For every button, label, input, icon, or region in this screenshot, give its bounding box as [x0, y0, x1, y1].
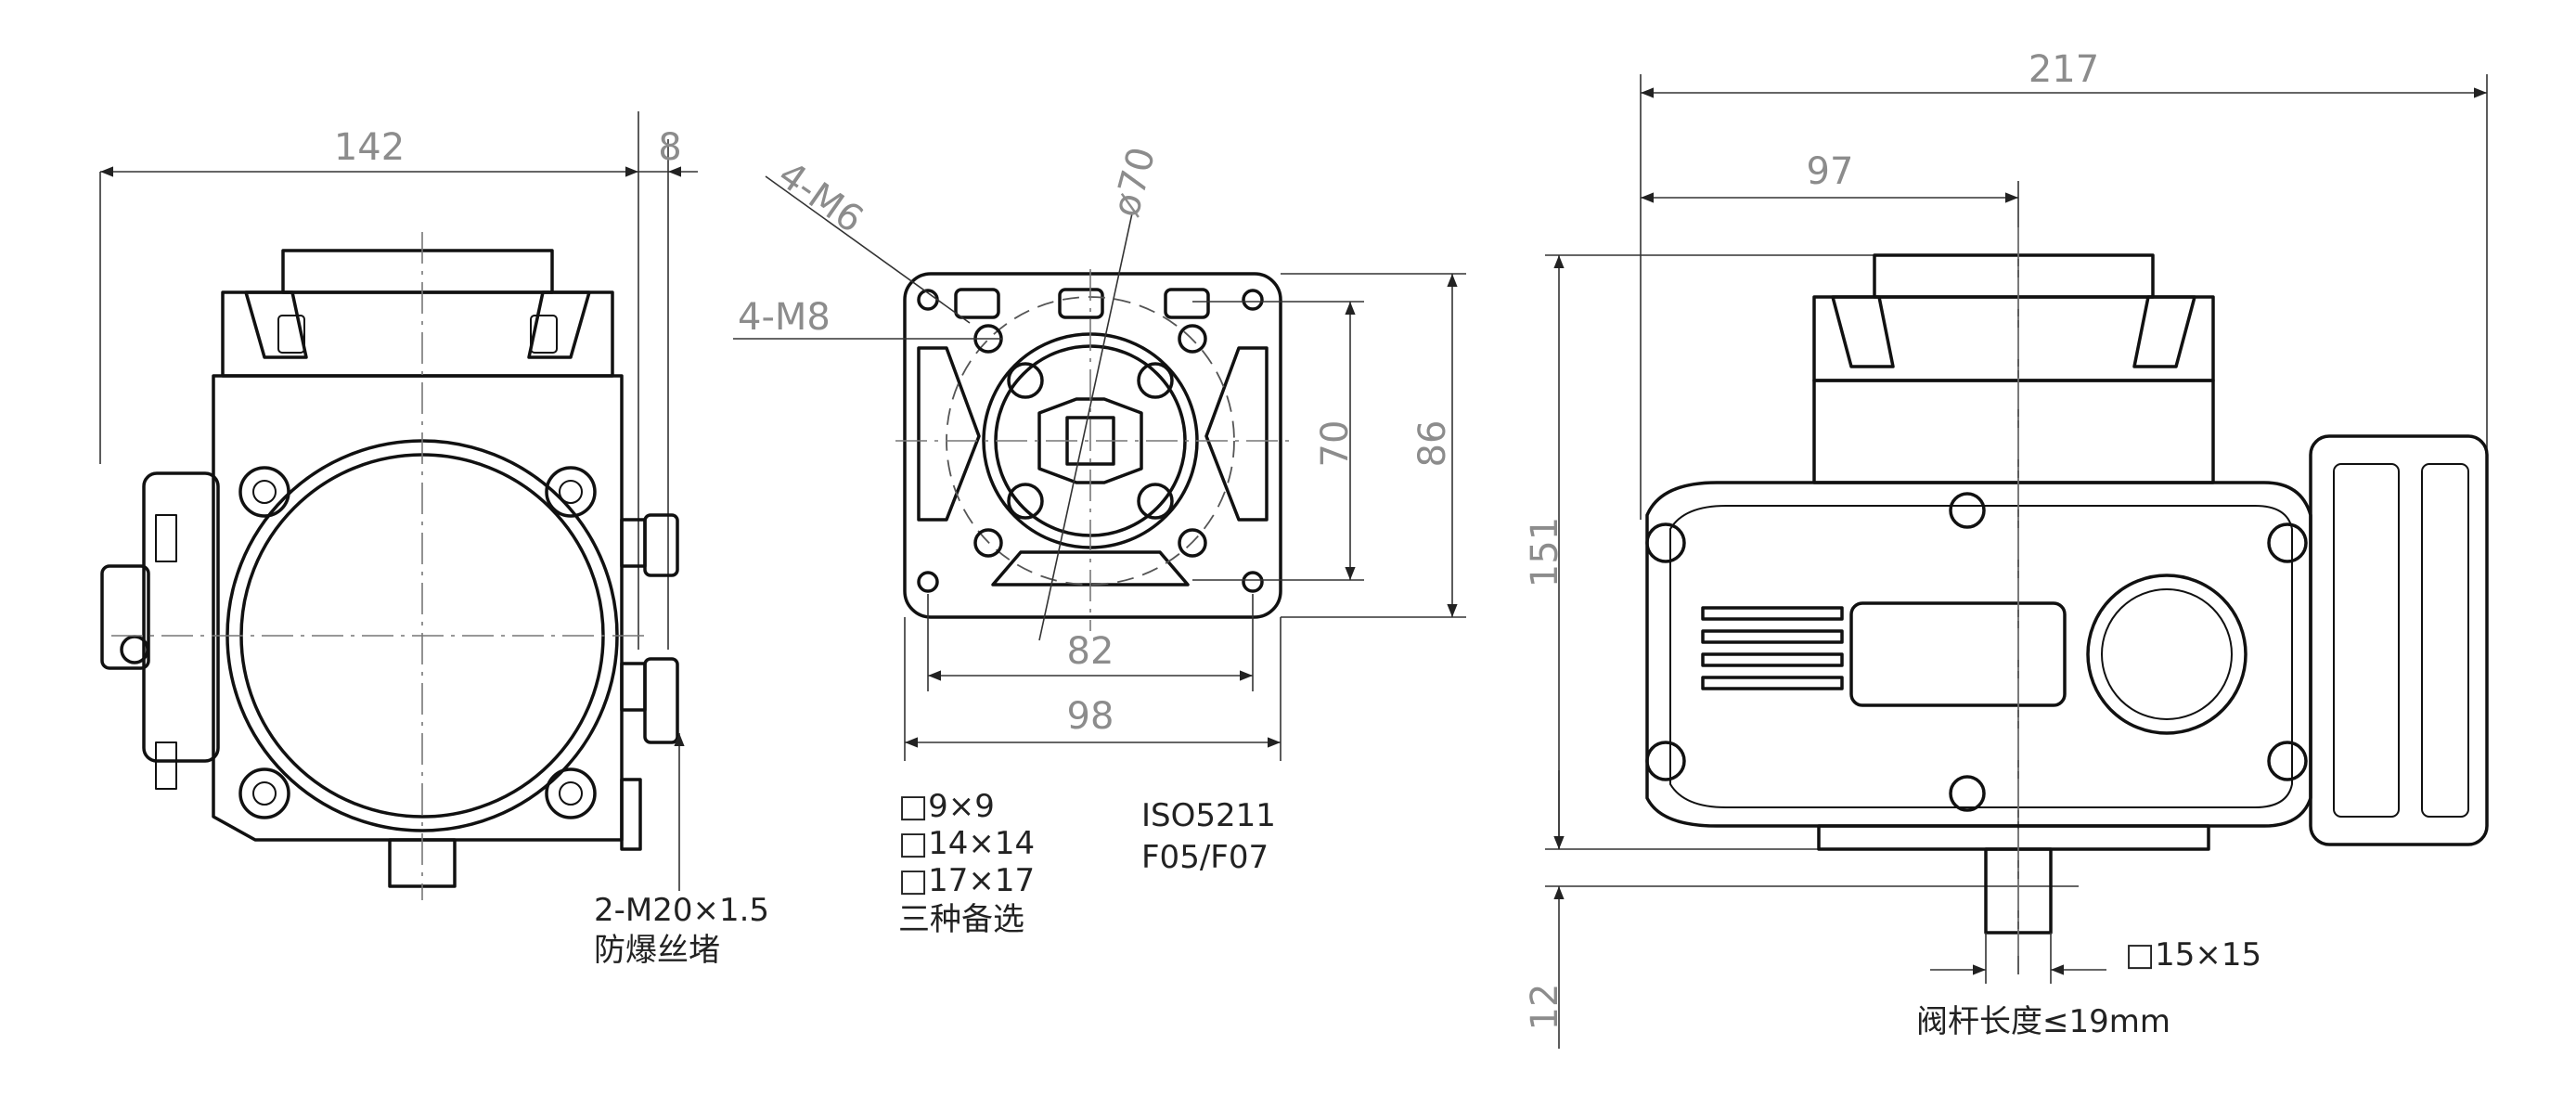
iso-standard-line1: ISO5211	[1141, 797, 1276, 834]
dim-217: 217	[2029, 48, 2099, 91]
dim-98: 98	[1067, 695, 1114, 738]
iso-standard-line2: F05/F07	[1141, 839, 1269, 876]
dim-97: 97	[1807, 150, 1854, 193]
dim-8: 8	[658, 126, 681, 169]
shaft-option-9: □9×9	[898, 788, 995, 825]
dim-82: 82	[1067, 630, 1114, 673]
dim-12: 12	[1524, 984, 1566, 1031]
dim-70: 70	[1314, 420, 1357, 468]
shaft-options-note: 三种备选	[898, 901, 1024, 938]
label-4-m8: 4-M8	[738, 296, 831, 339]
label-phi-70: ø70	[1104, 143, 1164, 222]
flange-bottom-view: 4-M6 4-M8 ø70 70 86 82 98 □9×9 □14×14 □1…	[733, 143, 1466, 938]
square-15-label: □15×15	[2125, 936, 2261, 974]
shaft-option-14: □14×14	[898, 825, 1035, 862]
dim-142: 142	[334, 126, 405, 169]
stem-length-note: 阀杆长度≤19mm	[1916, 1003, 2170, 1040]
left-side-view: 142 8	[99, 111, 769, 969]
dim-86: 86	[1411, 420, 1454, 468]
shaft-option-17: □17×17	[898, 862, 1035, 899]
conduit-note-line2: 防爆丝堵	[594, 932, 720, 969]
dim-151: 151	[1524, 517, 1566, 587]
conduit-note-line1: 2-M20×1.5	[594, 892, 769, 929]
label-4-m6: 4-M6	[770, 153, 870, 241]
right-front-view: 217 97 151 12	[1524, 48, 2489, 1049]
